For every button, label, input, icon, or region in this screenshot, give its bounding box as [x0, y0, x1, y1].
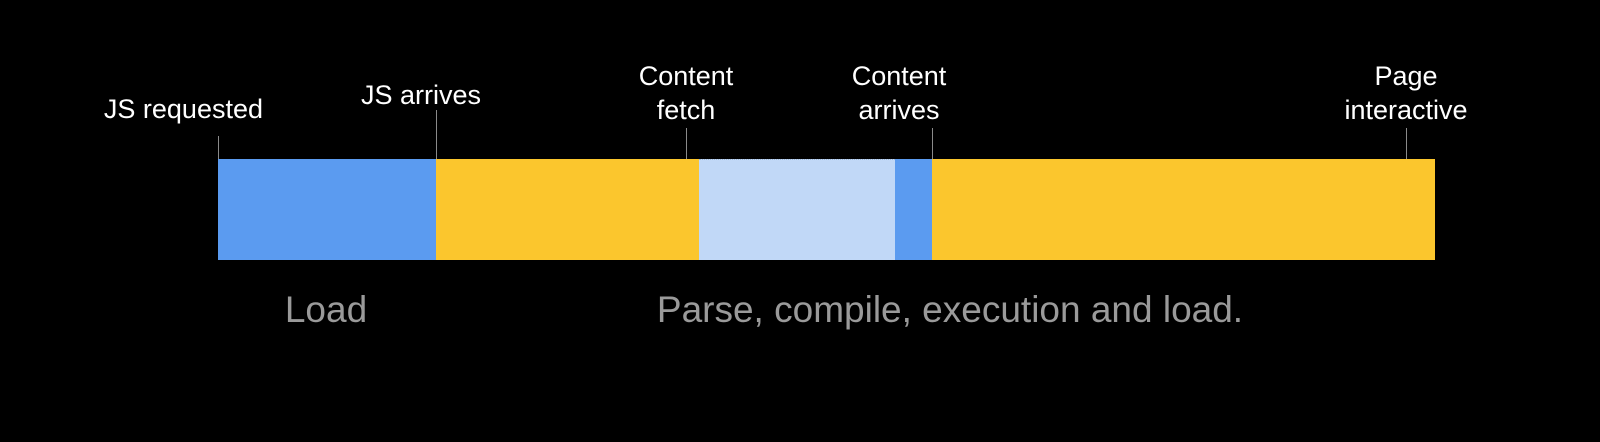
marker-label-js-arrives: JS arrives	[361, 78, 481, 112]
caption-phase-load: Load	[284, 289, 368, 330]
tick-js-requested	[218, 136, 219, 159]
marker-text-content-fetch-line1: Content	[638, 61, 734, 91]
tick-page-interactive	[1406, 128, 1407, 159]
marker-text-js-requested: JS requested	[103, 94, 263, 124]
marker-label-page-interactive: Page interactive	[1344, 59, 1467, 127]
tick-content-fetch	[686, 128, 687, 159]
bar-segment-execute-and-render	[932, 159, 1435, 260]
marker-text-js-arrives: JS arrives	[360, 80, 481, 110]
marker-text-content-arrives-line2: arrives	[858, 95, 940, 125]
marker-text-page-interactive-line2: interactive	[1344, 95, 1468, 125]
tick-js-arrives	[436, 110, 437, 159]
tick-content-arrives	[932, 128, 933, 159]
caption-phase-parse: Parse, compile, execution and load.	[656, 289, 1244, 330]
timeline-bar	[218, 159, 1435, 260]
marker-text-page-interactive-line1: Page	[1374, 61, 1438, 91]
bar-segment-content-arrive-load	[895, 159, 932, 260]
bar-segment-content-fetch-wait	[699, 159, 895, 260]
marker-label-js-requested: JS requested	[104, 92, 263, 126]
bar-segment-parse-compile-exec	[436, 159, 699, 260]
marker-text-content-fetch-line2: fetch	[656, 95, 716, 125]
marker-label-content-arrives: Content arrives	[852, 59, 947, 127]
marker-label-content-fetch: Content fetch	[639, 59, 734, 127]
marker-text-content-arrives-line1: Content	[851, 61, 947, 91]
bar-segment-load-network	[218, 159, 436, 260]
